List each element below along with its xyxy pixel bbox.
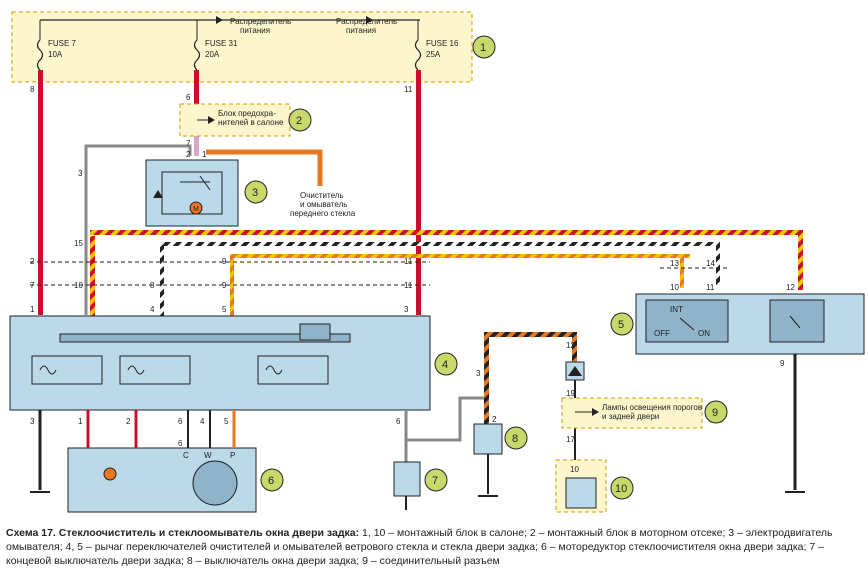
fuse-7-name: FUSE 7	[48, 39, 77, 48]
fuse-31-rating: 20A	[205, 50, 220, 59]
fuse-16-rating: 25A	[426, 50, 441, 59]
badge-7: 7	[432, 475, 438, 487]
caption-title: Схема 17. Стеклоочиститель и стеклоомыва…	[6, 527, 360, 539]
pin: 2	[186, 150, 191, 159]
pin: 6	[396, 417, 401, 426]
badge-10: 10	[615, 483, 627, 495]
switch-int-label: INT	[670, 305, 683, 314]
pin: 3	[476, 369, 481, 378]
pin: 4	[200, 417, 205, 426]
motor-m-label: M	[193, 206, 199, 213]
pin: 9	[222, 257, 227, 266]
badge-5: 5	[618, 319, 624, 331]
power-distributor-box	[11, 11, 473, 83]
pin: 7	[186, 139, 191, 148]
pin: 7	[30, 281, 35, 290]
pin: 2	[30, 257, 35, 266]
pin: 1	[78, 417, 83, 426]
fuse-31-name: FUSE 31	[205, 39, 238, 48]
pin: 11	[404, 85, 413, 94]
figure-caption: Схема 17. Стеклоочиститель и стеклоомыва…	[6, 526, 862, 568]
pin: 4	[150, 305, 155, 314]
pin: 19	[566, 389, 575, 398]
lamps-connector-box	[561, 397, 703, 429]
pin: 10	[670, 283, 679, 292]
pin: 1	[202, 150, 207, 159]
pin: 17	[566, 435, 575, 444]
switch-on-label: ON	[698, 329, 710, 338]
badge-9: 9	[712, 407, 718, 419]
badge-6: 6	[268, 475, 274, 487]
pin: 3	[30, 417, 35, 426]
wiper-c-label: C	[183, 451, 189, 460]
pin: 9	[780, 359, 785, 368]
fuse-16-name: FUSE 16	[426, 39, 459, 48]
door-switch-box	[393, 461, 421, 497]
pin-labels: 8 6 11 7 2 1 3 15 2 9 11 7 10 8 9 11 1 4…	[30, 85, 795, 474]
badge-1: 1	[480, 42, 486, 54]
pin: 12	[566, 341, 575, 350]
badge-4: 4	[442, 359, 448, 371]
pin: 9	[222, 281, 227, 290]
window-switch-box	[473, 423, 503, 455]
fuse-7-rating: 10A	[48, 50, 63, 59]
pin: 5	[222, 305, 227, 314]
pin: 13	[670, 259, 679, 268]
caption-text: 1, 10 – монтажный блок в салоне; 2 – мон…	[6, 527, 833, 567]
pin: 8	[30, 85, 35, 94]
wiper-w-label: W	[204, 451, 212, 460]
pin: 3	[404, 305, 409, 314]
pin: 11	[404, 281, 413, 290]
pin: 6	[178, 417, 183, 426]
switch-off-label: OFF	[654, 329, 670, 338]
badge-2: 2	[296, 115, 302, 127]
pin: 5	[224, 417, 229, 426]
pin: 8	[150, 281, 155, 290]
pin: 15	[74, 239, 83, 248]
pin: 6	[178, 439, 183, 448]
wiper-p-label: P	[230, 451, 235, 460]
pin: 2	[126, 417, 131, 426]
pin: 10	[570, 465, 579, 474]
block-badges: 1 2 3 4 5 6 7 8 9 10	[244, 35, 728, 500]
pin: 11	[404, 257, 413, 266]
badge-8: 8	[512, 433, 518, 445]
pin: 14	[706, 259, 715, 268]
pin: 2	[492, 415, 497, 424]
pin: 3	[78, 169, 83, 178]
pin: 10	[74, 281, 83, 290]
badge-3: 3	[252, 187, 258, 199]
pin: 6	[186, 93, 191, 102]
pin: 11	[706, 283, 715, 292]
pin: 1	[30, 305, 35, 314]
fuse-block-label: Блок предохра-нителей в салоне	[218, 109, 284, 127]
pin: 12	[786, 283, 795, 292]
